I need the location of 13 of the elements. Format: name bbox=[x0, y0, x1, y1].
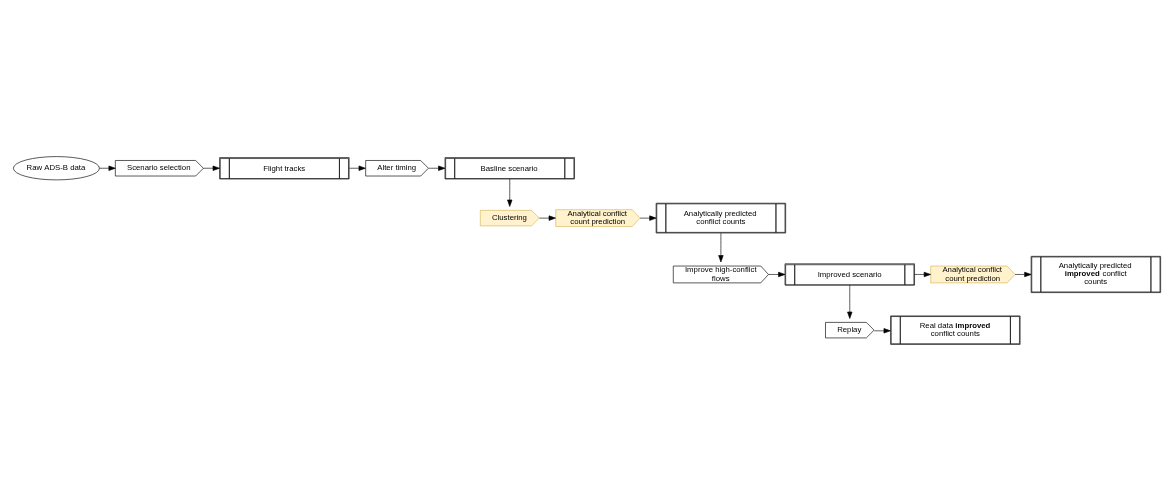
arrow bbox=[539, 215, 556, 221]
arrow bbox=[718, 232, 724, 263]
arrow bbox=[203, 165, 220, 171]
arrow bbox=[914, 271, 931, 278]
arrow bbox=[428, 165, 446, 171]
arrow bbox=[847, 284, 853, 319]
arrow bbox=[507, 178, 513, 207]
arrow bbox=[1014, 271, 1032, 278]
arrow bbox=[348, 165, 366, 171]
arrow bbox=[873, 328, 891, 334]
arrow bbox=[639, 215, 657, 221]
arrow bbox=[768, 271, 786, 278]
arrow bbox=[99, 165, 116, 171]
